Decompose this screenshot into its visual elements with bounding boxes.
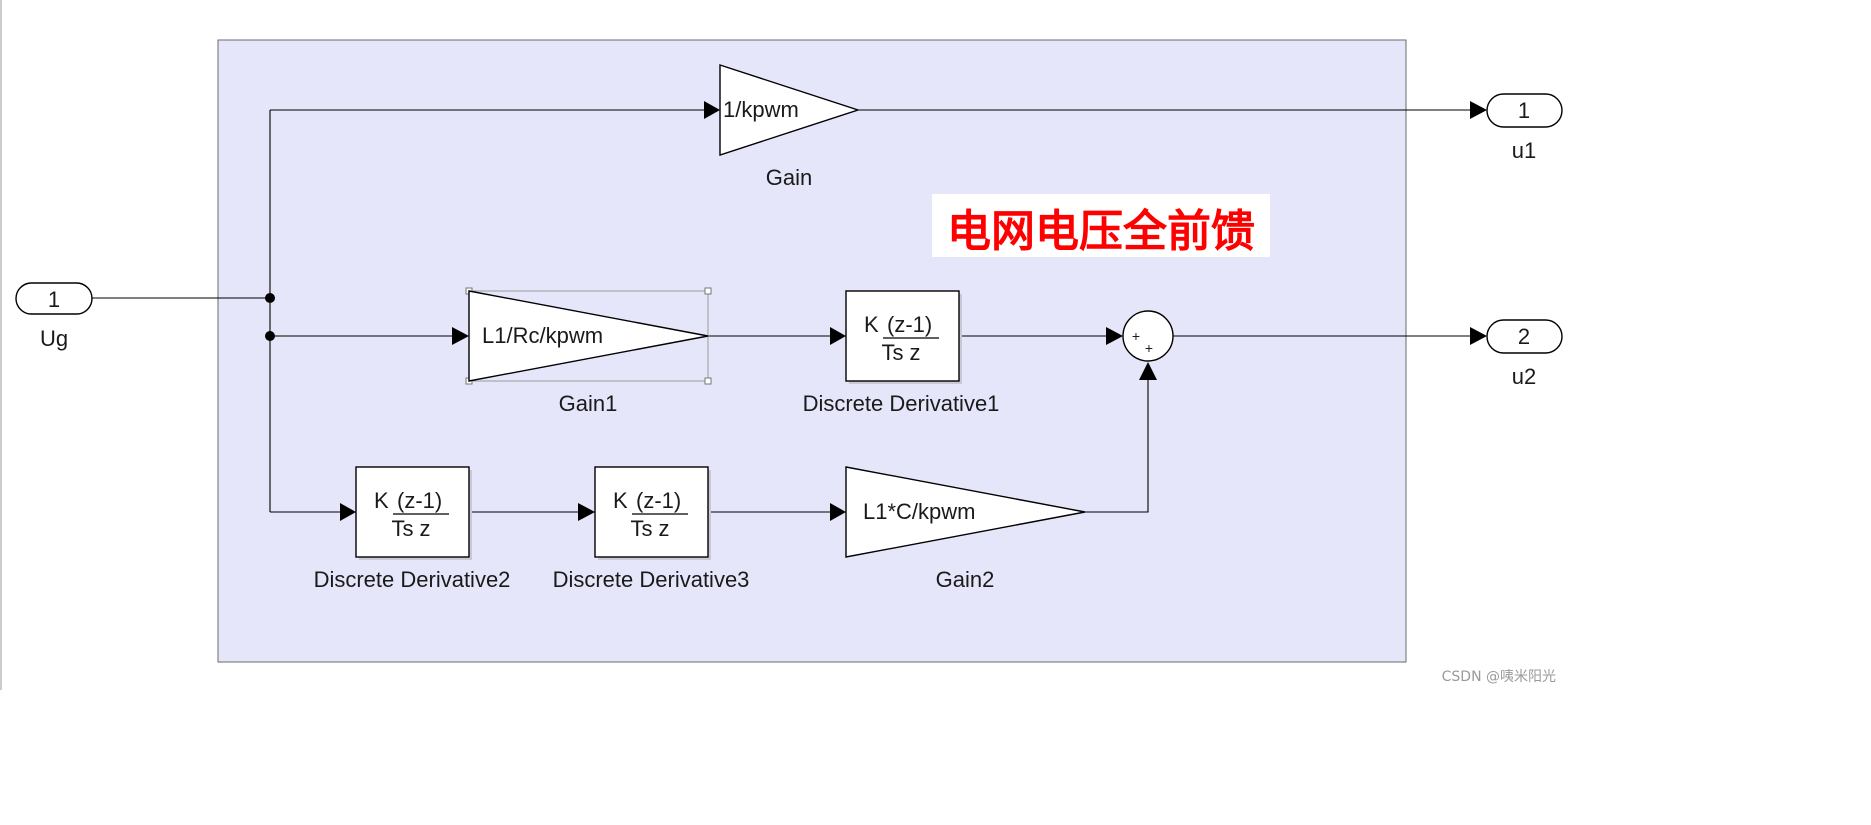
derivative3-numerator: (z-1) bbox=[636, 488, 681, 513]
discrete-derivative3-block[interactable]: K (z-1) Ts z Discrete Derivative3 bbox=[553, 466, 750, 592]
arrowhead bbox=[830, 327, 846, 345]
arrowhead bbox=[1470, 327, 1487, 345]
gain-expression: 1/kpwm bbox=[723, 97, 799, 122]
discrete-derivative2-block[interactable]: K (z-1) Ts z Discrete Derivative2 bbox=[314, 466, 511, 592]
inport-number: 1 bbox=[48, 287, 60, 312]
arrowhead bbox=[1470, 101, 1487, 119]
gain-name: Gain bbox=[766, 165, 812, 190]
outport-shape[interactable] bbox=[1486, 93, 1563, 128]
signal-lines bbox=[92, 101, 1487, 521]
arrowhead bbox=[830, 503, 846, 521]
gain1-expression: L1/Rc/kpwm bbox=[482, 323, 603, 348]
derivative1-numerator: (z-1) bbox=[887, 312, 932, 337]
derivative1-denominator: Ts z bbox=[881, 340, 920, 365]
arrowhead bbox=[452, 327, 469, 345]
gain-block[interactable]: 1/kpwm Gain bbox=[719, 64, 861, 190]
derivative2-numerator: (z-1) bbox=[397, 488, 442, 513]
gain2-triangle[interactable] bbox=[845, 466, 1086, 558]
sum-sign-bottom: + bbox=[1145, 340, 1153, 356]
inport-ug[interactable]: 1 Ug bbox=[15, 282, 93, 351]
outport-name: u2 bbox=[1512, 364, 1536, 389]
annotation-note[interactable]: 电网电压全前馈 bbox=[932, 194, 1270, 257]
outport-number: 1 bbox=[1518, 98, 1530, 123]
block-diagram-canvas: 电网电压全前馈 bbox=[0, 0, 1563, 690]
derivative1-k: K bbox=[864, 312, 879, 337]
outport-shape[interactable] bbox=[1486, 319, 1563, 354]
selection-handle[interactable] bbox=[704, 377, 712, 385]
outport-u1[interactable]: 1 u1 bbox=[1486, 93, 1563, 163]
junction-dot bbox=[265, 293, 275, 303]
arrowhead bbox=[1139, 362, 1157, 380]
derivative2-denominator: Ts z bbox=[391, 516, 430, 541]
arrowhead bbox=[704, 101, 720, 119]
derivative1-box[interactable] bbox=[845, 290, 960, 382]
gain2-name: Gain2 bbox=[936, 567, 995, 592]
arrowhead bbox=[1106, 327, 1123, 345]
outport-u2[interactable]: 2 u2 bbox=[1486, 319, 1563, 389]
watermark-text: CSDN @咦米阳光 bbox=[1442, 669, 1556, 685]
gain2-expression: L1*C/kpwm bbox=[863, 499, 975, 524]
outport-name: u1 bbox=[1512, 138, 1536, 163]
inport-shape[interactable] bbox=[15, 282, 93, 315]
derivative2-k: K bbox=[374, 488, 389, 513]
derivative3-box[interactable] bbox=[594, 466, 709, 558]
derivative1-name: Discrete Derivative1 bbox=[803, 391, 1000, 416]
sum-sign-left: + bbox=[1132, 328, 1140, 344]
arrowhead bbox=[578, 503, 595, 521]
annotation-background bbox=[932, 194, 1270, 257]
derivative3-denominator: Ts z bbox=[630, 516, 669, 541]
gain-triangle[interactable] bbox=[719, 64, 861, 156]
annotation-text: 电网电压全前馈 bbox=[947, 206, 1255, 257]
gain2-block[interactable]: L1*C/kpwm Gain2 bbox=[845, 466, 1086, 592]
gain1-block[interactable]: L1/Rc/kpwm Gain1 bbox=[465, 287, 712, 416]
junction-dot bbox=[265, 331, 275, 341]
sum-block[interactable]: + + bbox=[1122, 310, 1174, 362]
gain1-name: Gain1 bbox=[559, 391, 618, 416]
gain1-triangle[interactable] bbox=[468, 290, 709, 382]
selection-handle[interactable] bbox=[704, 287, 712, 295]
inport-name: Ug bbox=[40, 326, 68, 351]
wire-gain2-sum[interactable] bbox=[1085, 380, 1149, 513]
arrowhead bbox=[340, 503, 356, 521]
derivative3-k: K bbox=[613, 488, 628, 513]
derivative2-name: Discrete Derivative2 bbox=[314, 567, 511, 592]
outport-number: 2 bbox=[1518, 324, 1530, 349]
sum-circle[interactable] bbox=[1122, 310, 1174, 362]
derivative3-name: Discrete Derivative3 bbox=[553, 567, 750, 592]
derivative2-box[interactable] bbox=[355, 466, 470, 558]
discrete-derivative1-block[interactable]: K (z-1) Ts z Discrete Derivative1 bbox=[803, 290, 1000, 416]
